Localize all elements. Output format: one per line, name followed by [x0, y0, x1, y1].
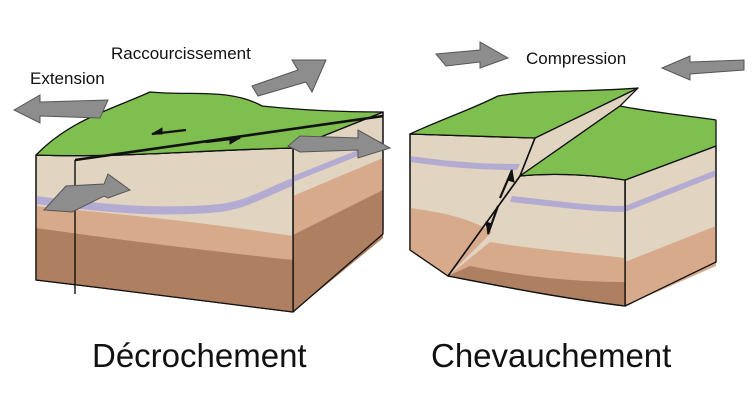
shortening-label: Raccourcissement — [111, 44, 251, 63]
thrust-hanging-wall-surface — [409, 87, 639, 139]
compression-label: Compression — [526, 49, 626, 68]
shortening-arrow — [251, 59, 327, 97]
compression-arrow-left — [435, 41, 510, 69]
strike-slip-stress-arrows — [12, 59, 392, 213]
thrust-caption: Chevauchement — [431, 337, 671, 374]
thrust-block — [409, 87, 717, 307]
extension-label: Extension — [30, 69, 105, 88]
strike-slip-caption: Décrochement — [92, 337, 307, 374]
thrust-footwall-surface — [519, 105, 717, 181]
compression-arrow-right — [660, 55, 745, 81]
thrust-fault-line — [447, 137, 536, 277]
extension-arrow — [12, 94, 109, 124]
shortening-arrow-bottom — [42, 173, 132, 213]
thrust-hanging-wall — [409, 87, 639, 277]
strike-slip-block — [35, 91, 384, 313]
extension-arrow-right — [287, 129, 392, 159]
strike-slip-motion-arrows — [151, 127, 241, 145]
strike-slip-front-face — [35, 147, 294, 313]
strike-slip-fault-line — [74, 114, 384, 162]
thrust-side-face — [624, 145, 717, 307]
thrust-front-face — [447, 173, 626, 307]
thrust-stress-arrows — [435, 41, 745, 81]
thrust-motion-arrows — [485, 169, 515, 235]
